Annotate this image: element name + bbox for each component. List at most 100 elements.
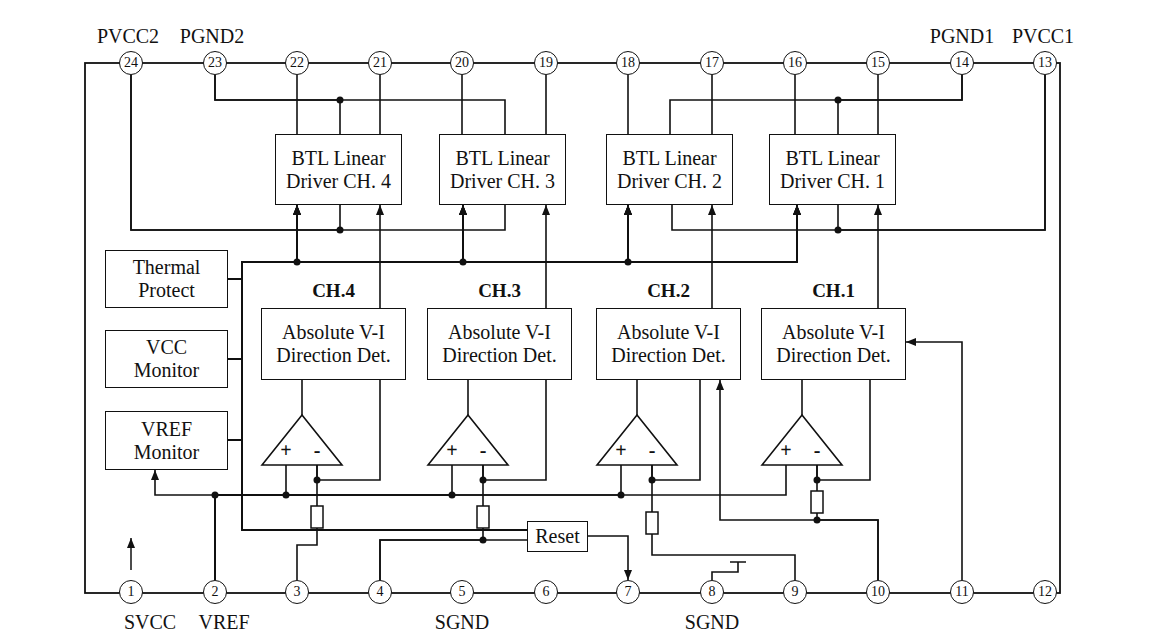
pin-number: 24 [124, 56, 138, 70]
connector-line [801, 380, 803, 415]
op-amp-outline [762, 415, 842, 465]
pin-name: PVCC1 [1010, 25, 1076, 48]
box-text: VREF Monitor [120, 418, 213, 464]
pin-circle: 19 [534, 51, 558, 75]
box-text: Absolute V-I Direction Det. [266, 321, 401, 367]
channel-heading: CH.1 [762, 280, 905, 302]
input-plus: + [780, 440, 791, 460]
pin-number: 11 [955, 585, 968, 599]
op-amp: +- [262, 415, 342, 465]
connector-line [215, 75, 505, 134]
op-amp: +- [762, 415, 842, 465]
connector-line [877, 205, 879, 308]
pin-number: 14 [955, 56, 969, 70]
connector-line [670, 75, 962, 134]
connector-line [228, 205, 797, 440]
pin-circle: 5 [450, 580, 474, 604]
connector-line [588, 536, 628, 580]
connector-line [228, 205, 628, 440]
pin-circle: 9 [783, 580, 807, 604]
reset-box: Reset [527, 521, 588, 552]
connector-line [296, 75, 298, 134]
pin-circle: 20 [450, 51, 474, 75]
connector-line [215, 465, 286, 580]
input-minus: - [814, 440, 821, 460]
connector-line [545, 75, 547, 134]
connector-line [906, 342, 962, 580]
driver-box: BTL Linear Driver CH. 3 [439, 134, 566, 205]
input-plus: + [280, 440, 291, 460]
pin-circle: 22 [285, 51, 309, 75]
pin-number: 9 [792, 585, 799, 599]
pin-circle: 3 [285, 580, 309, 604]
connector-line [228, 205, 797, 279]
connector-line [545, 205, 547, 308]
pin-number: 20 [455, 56, 469, 70]
pin-name: SGND [683, 611, 741, 634]
connector-line [467, 380, 469, 415]
driver-box: BTL Linear Driver CH. 1 [769, 134, 896, 205]
supply-arrow [130, 538, 132, 570]
pin-number: 1 [128, 585, 135, 599]
pin-circle: 15 [866, 51, 890, 75]
connector-line [652, 465, 795, 580]
connector-line [228, 205, 628, 279]
detector-box: CH.2Absolute V-I Direction Det. [596, 308, 741, 380]
op-amp-triangle [762, 415, 842, 465]
op-amp: +- [428, 415, 508, 465]
chip-outline [85, 63, 1060, 593]
pin-number: 3 [294, 585, 301, 599]
pin-circle: 17 [700, 51, 724, 75]
input-plus: + [446, 440, 457, 460]
pin-circle: 11 [950, 580, 974, 604]
connector-line [228, 205, 463, 279]
connector-line [711, 205, 713, 308]
pin-circle: 4 [368, 580, 392, 604]
op-amp-triangle [262, 415, 342, 465]
pin-circle: 7 [616, 580, 640, 604]
connector-line [228, 205, 297, 279]
box-text: Absolute V-I Direction Det. [601, 321, 736, 367]
connector-line [720, 380, 878, 580]
connector-line [242, 205, 797, 530]
pin-name: SVCC [122, 611, 178, 634]
pin-circle: 18 [616, 51, 640, 75]
op-amp-outline [428, 415, 508, 465]
monitor-box: Thermal Protect [105, 250, 228, 308]
connector-line [301, 380, 303, 415]
connector-line [215, 465, 786, 580]
box-text: BTL Linear Driver CH. 1 [774, 147, 891, 193]
connector-line [711, 75, 713, 134]
box-text: Absolute V-I Direction Det. [766, 321, 901, 367]
detector-box: CH.4Absolute V-I Direction Det. [261, 308, 406, 380]
pin-circle: 23 [203, 51, 227, 75]
connector-line [215, 75, 340, 134]
pin-name: SGND [433, 611, 491, 634]
pin-circle: 16 [783, 51, 807, 75]
pin-number: 7 [625, 585, 632, 599]
pin-circle: 24 [119, 51, 143, 75]
box-text: Thermal Protect [120, 256, 213, 302]
pin-circle: 10 [866, 580, 890, 604]
pin-name: PVCC2 [95, 25, 161, 48]
connector-line [215, 465, 452, 580]
pin-number: 18 [621, 56, 635, 70]
connector-line [215, 465, 621, 580]
op-amp-outline [262, 415, 342, 465]
connector-line [794, 75, 796, 134]
pin-number: 8 [709, 585, 716, 599]
pin-circle: 2 [203, 580, 227, 604]
connector-line [627, 75, 629, 134]
input-minus: - [649, 440, 656, 460]
op-amp: +- [597, 415, 677, 465]
pin-circle: 14 [950, 51, 974, 75]
channel-heading: CH.4 [262, 280, 405, 302]
pin-number: 16 [788, 56, 802, 70]
pin-name: VREF [196, 611, 251, 634]
connector-line [380, 465, 483, 580]
pin-circle: 8 [700, 580, 724, 604]
pin-circle: 13 [1033, 51, 1057, 75]
pin-number: 21 [373, 56, 387, 70]
